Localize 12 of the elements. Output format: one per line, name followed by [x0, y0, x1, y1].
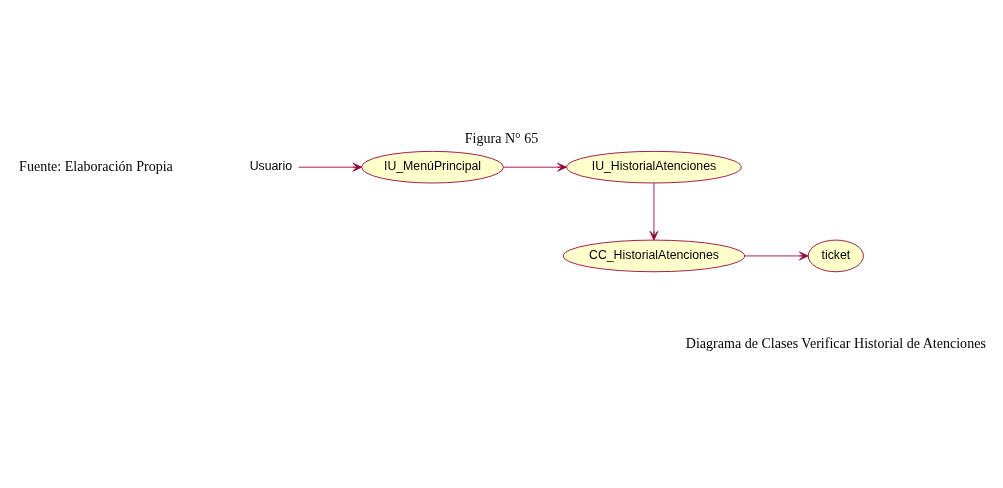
diagram-title: Figura N° 65 — [464, 129, 539, 146]
node-ellipse: CC_HistorialAtenciones — [562, 239, 746, 272]
arrow — [298, 162, 363, 172]
label: Fuente: Elaboración Propia — [19, 157, 173, 174]
arrow — [649, 182, 659, 240]
node-ellipse: IU_HistorialAtenciones — [566, 150, 742, 183]
node-ellipse: ticket — [807, 239, 864, 272]
caption: Diagrama de Clases Verificar Historial de Atenciones — [685, 334, 986, 351]
arrow — [503, 162, 567, 172]
node-ellipse: IU_MenúPrincipal — [361, 150, 504, 183]
node-text: Usuario — [249, 158, 293, 173]
arrow — [744, 251, 809, 260]
